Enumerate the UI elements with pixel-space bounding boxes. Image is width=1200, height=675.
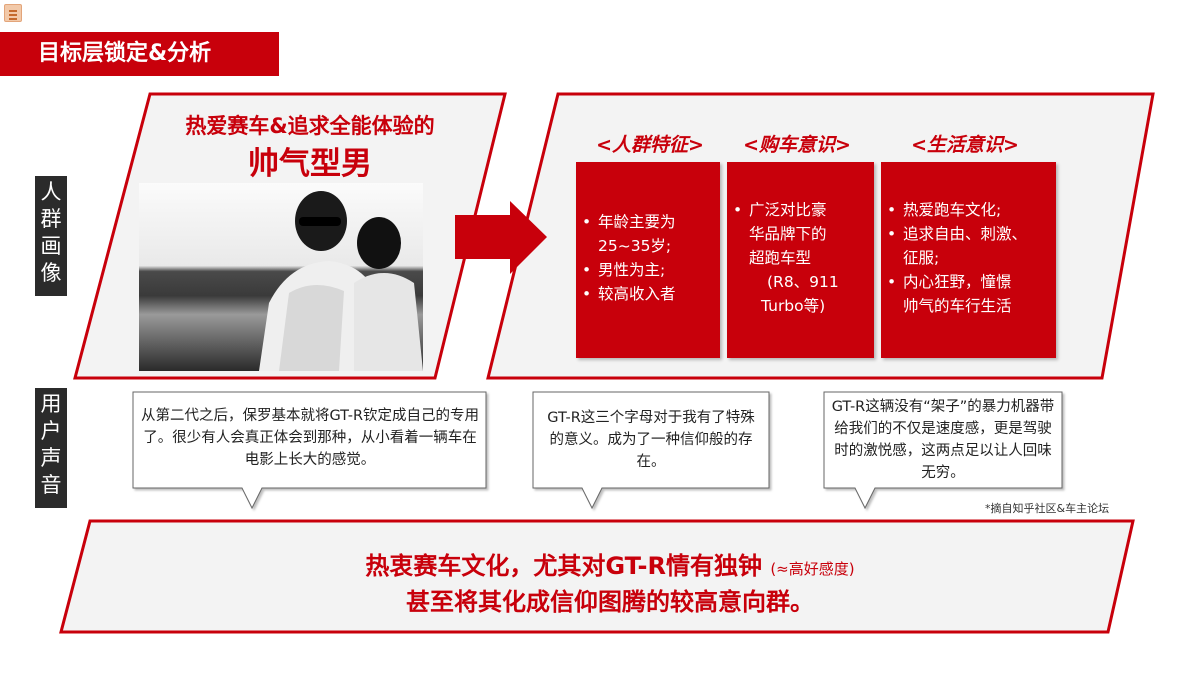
person-silhouette-icon [259, 191, 423, 371]
list-item: 25~35岁; [598, 237, 672, 255]
conclusion-line-2: 甚至将其化成信仰图腾的较高意向群。 [406, 588, 814, 616]
list-item: 热爱跑车文化; [881, 198, 1056, 222]
quote-bubble-2 [532, 391, 770, 510]
conclusion-note: (≈高好感度) [770, 560, 855, 578]
source-note: *摘自知乎社区&车主论坛 [985, 502, 1110, 515]
list-item: 男性为主; [576, 258, 720, 282]
list-item: 年龄主要为 [576, 210, 720, 234]
persona-headline-2: 帅气型男 [248, 146, 372, 182]
list-item: 征服; [903, 249, 940, 267]
user-quote-2: GT-R这三个字母对于我有了特殊的意义。成为了一种信仰般的存在。 [547, 410, 755, 470]
arrow-right-icon [455, 201, 547, 274]
persona-headline-1: 热爱赛车&追求全能体验的 [185, 114, 435, 138]
conclusion-line-1: 热衷赛车文化，尤其对GT-R情有独钟 (≈高好感度) [200, 546, 1020, 581]
purchase-box: 广泛对比豪 华品牌下的 超跑车型 (R8、911 Turbo等) [727, 162, 874, 358]
user-quote-3: GT-R这辆没有“架子”的暴力机器带给我们的不仅是速度感，更是驾驶时的激悦感，这… [831, 399, 1055, 481]
list-item: 华品牌下的 [749, 225, 827, 243]
user-quote-1: 从第二代之后，保罗基本就将GT-R钦定成自己的专用了。很少有人会真正体会到那种，… [140, 408, 480, 468]
persona-photo [139, 183, 423, 371]
list-item: 广泛对比豪 [727, 198, 874, 222]
page-title: 目标层锁定&分析 [0, 32, 279, 76]
list-item: 追求自由、刺激、 [881, 222, 1056, 246]
traits-box: 年龄主要为 25~35岁; 男性为主; 较高收入者 [576, 162, 720, 358]
list-item: (R8、911 [767, 273, 839, 291]
list-item: Turbo等) [761, 297, 826, 315]
conclusion-panel [59, 519, 1135, 634]
column-title-lifestyle: <生活意识> [911, 134, 1019, 156]
persona-side-label: 人 群 画 像 [35, 176, 67, 296]
column-title-purchase: <购车意识> [743, 134, 851, 156]
list-item: 超跑车型 [749, 249, 812, 267]
column-title-traits: <人群特征> [596, 134, 704, 156]
document-icon [4, 4, 22, 22]
list-item: 帅气的车行生活 [903, 297, 1012, 315]
voice-side-label: 用 户 声 音 [35, 388, 67, 508]
list-item: 内心狂野，憧憬 [881, 270, 1056, 294]
lifestyle-box: 热爱跑车文化; 追求自由、刺激、 征服; 内心狂野，憧憬 帅气的车行生活 [881, 162, 1056, 358]
quote-bubble-1 [132, 391, 487, 510]
conclusion-text-1: 热衷赛车文化，尤其对GT-R情有独钟 [365, 552, 762, 580]
quote-bubble-3 [823, 391, 1063, 510]
list-item: 较高收入者 [576, 282, 720, 306]
